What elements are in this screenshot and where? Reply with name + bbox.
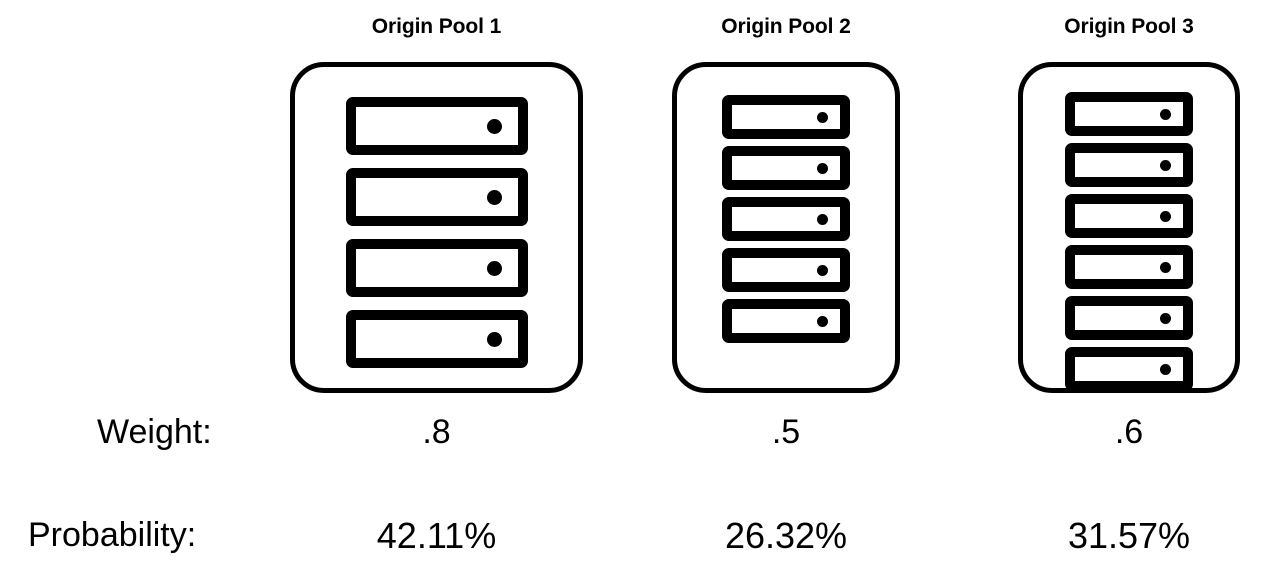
server-icon <box>722 95 850 139</box>
weight-row-label: Weight: <box>97 413 212 451</box>
probability-row-label: Probability: <box>28 516 197 554</box>
server-status-led-icon <box>817 264 828 276</box>
server-icon <box>722 146 850 190</box>
server-status-led-icon <box>486 189 502 205</box>
server-status-led-icon <box>1160 210 1171 222</box>
server-status-led-icon <box>1160 261 1171 273</box>
server-icon <box>345 168 528 226</box>
server-status-led-icon <box>817 315 828 327</box>
server-status-led-icon <box>486 331 502 347</box>
origin-pool-1-probability-value: 42.11% <box>376 515 497 556</box>
origin-pool-2-container <box>672 62 900 393</box>
server-icon <box>1065 92 1193 136</box>
server-status-led-icon <box>817 111 828 123</box>
server-status-led-icon <box>1160 363 1171 375</box>
server-icon <box>345 239 528 297</box>
server-icon <box>1065 245 1193 289</box>
server-icon <box>345 310 528 368</box>
origin-pool-2-probability-value: 26.32% <box>724 515 848 556</box>
server-status-led-icon <box>486 118 502 134</box>
origin-pool-3-probability-value: 31.57% <box>1067 515 1191 556</box>
server-status-led-icon <box>1160 159 1171 171</box>
origin-pool-3-weight-value: .6 <box>1114 413 1144 451</box>
server-icon <box>1065 347 1193 391</box>
server-icon <box>345 97 528 155</box>
server-status-led-icon <box>817 162 828 174</box>
origin-pool-1-weight-value: .8 <box>422 413 451 451</box>
server-status-led-icon <box>817 213 828 225</box>
server-status-led-icon <box>486 260 502 276</box>
server-icon <box>1065 143 1193 187</box>
origin-pool-2-weight-value: .5 <box>771 413 801 451</box>
server-status-led-icon <box>1160 312 1171 324</box>
origin-pool-1-title: Origin Pool 1 <box>371 15 502 38</box>
origin-pool-3-title: Origin Pool 3 <box>1064 15 1194 38</box>
server-icon <box>722 299 850 343</box>
server-icon <box>1065 296 1193 340</box>
server-icon <box>722 248 850 292</box>
origin-pool-3-container <box>1018 62 1240 393</box>
origin-pool-1-container <box>290 62 583 393</box>
server-icon <box>1065 194 1193 238</box>
server-icon <box>722 197 850 241</box>
server-status-led-icon <box>1160 108 1171 120</box>
origin-pool-2-title: Origin Pool 2 <box>721 15 851 38</box>
